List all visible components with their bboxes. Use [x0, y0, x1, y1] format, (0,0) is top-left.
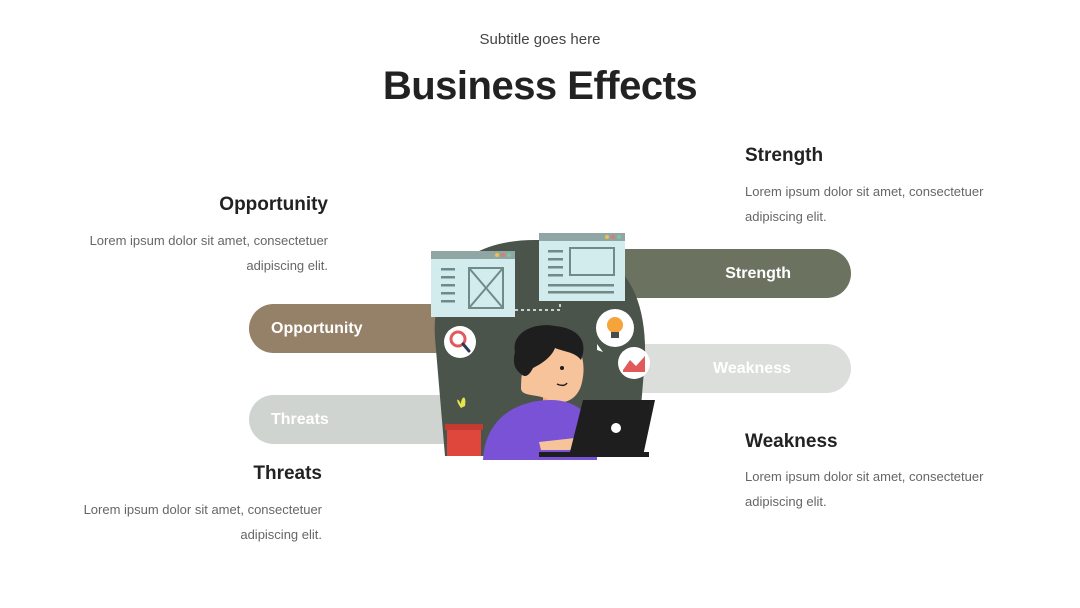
subtitle: Subtitle goes here: [479, 31, 601, 48]
weakness-heading: Weakness: [745, 431, 838, 452]
search-icon: [444, 326, 476, 358]
strength-pill: Strength: [600, 249, 851, 298]
opportunity-description-line1: Lorem ipsum dolor sit amet, consectetuer: [89, 233, 328, 248]
layout-card-icon: [539, 233, 625, 301]
plant-icon: [445, 397, 483, 456]
laptop-icon: [539, 400, 655, 457]
weakness-description: Lorem ipsum dolor sit amet, consectetuer…: [745, 464, 1005, 514]
opportunity-heading: Opportunity: [219, 194, 328, 215]
strength-description: Lorem ipsum dolor sit amet, consectetuer…: [745, 179, 1005, 229]
page-title: Business Effects: [382, 64, 698, 108]
strength-heading: Strength: [745, 145, 824, 166]
opportunity-description-line2: adipiscing elit.: [246, 258, 328, 273]
threats-description-line2: adipiscing elit.: [240, 527, 322, 542]
weakness-pill-label: Weakness: [713, 359, 791, 377]
opportunity-pill-label: Opportunity: [271, 319, 363, 337]
wireframe-card-icon: [431, 251, 515, 317]
threats-heading: Threats: [253, 463, 322, 484]
chart-icon: [618, 347, 650, 379]
strength-pill-label: Strength: [725, 264, 791, 282]
threats-pill-label: Threats: [271, 410, 329, 428]
threats-description-line1: Lorem ipsum dolor sit amet, consectetuer: [83, 502, 322, 517]
weakness-description-line2: adipiscing elit.: [745, 494, 827, 509]
person-laptop-illustration: [431, 233, 655, 460]
lightbulb-icon: [596, 309, 634, 352]
threats-description: Lorem ipsum dolor sit amet, consectetuer…: [62, 497, 322, 547]
person-icon: [483, 325, 597, 460]
opportunity-description: Lorem ipsum dolor sit amet, consectetuer…: [68, 228, 328, 278]
strength-description-line1: Lorem ipsum dolor sit amet, consectetuer: [745, 184, 984, 199]
weakness-description-line1: Lorem ipsum dolor sit amet, consectetuer: [745, 469, 984, 484]
strength-description-line2: adipiscing elit.: [745, 209, 827, 224]
